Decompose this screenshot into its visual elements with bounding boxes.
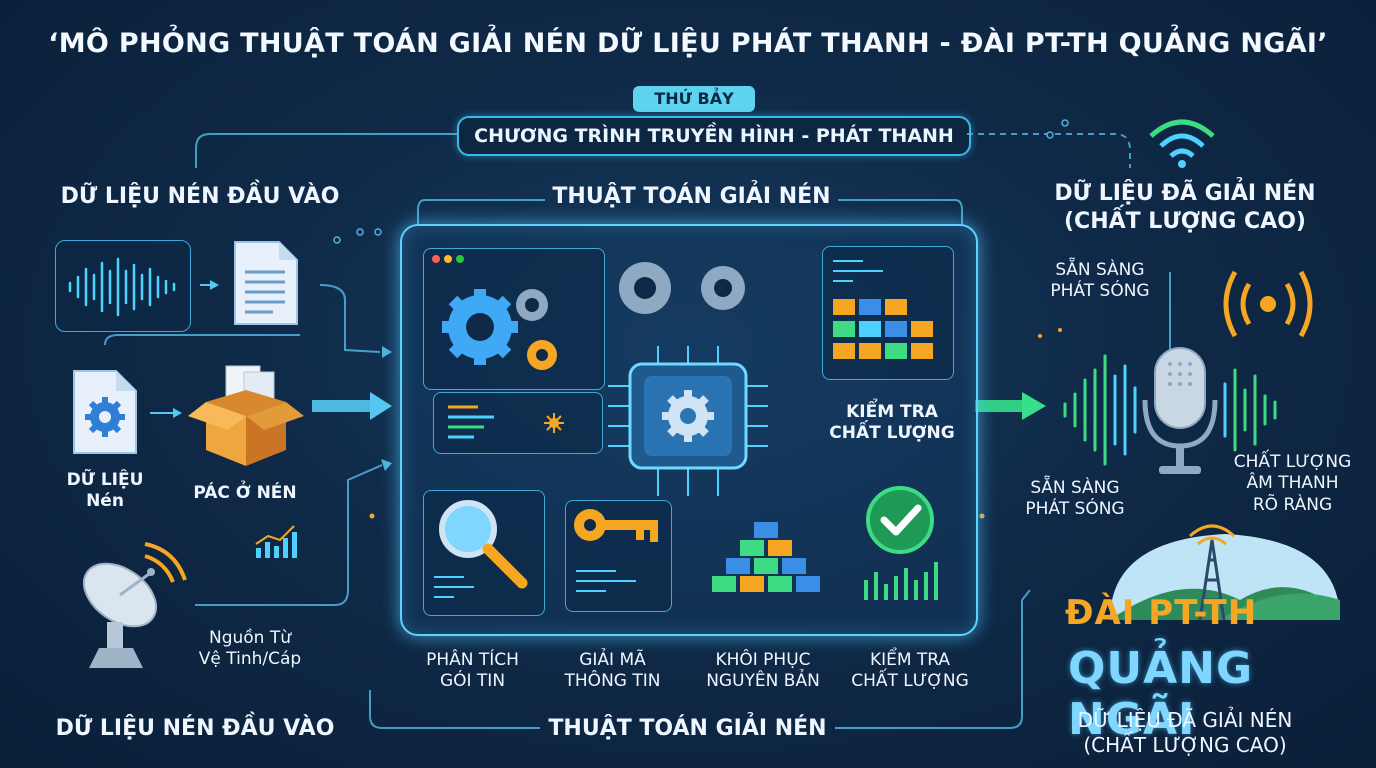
- page-title: ‘MÔ PHỎNG THUẬT TOÁN GIẢI NÉN DỮ LIỆU PH…: [48, 28, 1328, 59]
- step-restore-line1: KHÔI PHỤC: [715, 650, 811, 670]
- wifi-icon: [1149, 119, 1215, 168]
- output-top-line1: DỮ LIỆU ĐÃ GIẢI NÉN: [1054, 181, 1316, 206]
- compressed-package-label: PÁC Ở NÉN: [193, 483, 297, 503]
- source-label: Nguồn Từ Vệ Tinh/Cáp: [185, 628, 315, 671]
- station-scene-icon: [1110, 524, 1340, 621]
- step-restore-label: KHÔI PHỤC NGUYÊN BẢN: [688, 650, 838, 693]
- compressed-file-icon: [73, 370, 137, 454]
- magnifier-icon: [434, 500, 528, 598]
- gears-icon: [442, 289, 557, 370]
- waveform-icon: [68, 257, 176, 317]
- data-grid-icon: [833, 260, 933, 359]
- code-panel-left: [433, 392, 603, 454]
- step-quality-line1: KIỂM TRA: [869, 650, 951, 670]
- step-quality-label: KIỂM TRA CHẤT LƯỢNG: [835, 650, 985, 693]
- compressed-data-label: DỮ LIỆU Nén: [50, 470, 160, 513]
- program-banner: CHƯƠNG TRÌNH TRUYỀN HÌNH - PHÁT THANH: [457, 116, 971, 156]
- box-icon: [188, 365, 304, 466]
- quality-check-inner-label: KIỂM TRA CHẤT LƯỢNG: [822, 402, 962, 445]
- ready-label-top: SẴN SÀNG PHÁT SÓNG: [1030, 260, 1170, 303]
- blocks-pyramid-icon: [712, 522, 820, 592]
- output-label-top: DỮ LIỆU ĐÃ GIẢI NÉN (CHẤT LƯỢNG CAO): [1040, 180, 1330, 235]
- quality-check-inner-line1: KIỂM TRA: [846, 402, 938, 422]
- ready-top-line1: SẴN SÀNG: [1055, 260, 1145, 280]
- window-top-left: [423, 248, 605, 390]
- output-bottom-line2: (CHẤT LƯỢNG CAO): [1083, 733, 1287, 757]
- step-decode-line1: GIẢI MÃ: [579, 650, 646, 670]
- output-label-bottom: DỮ LIỆU ĐÃ GIẢI NÉN (CHẤT LƯỢNG CAO): [1040, 708, 1330, 758]
- waveform-panel: [55, 240, 191, 332]
- document-icon: [234, 241, 298, 325]
- satellite-dish-icon: [82, 542, 187, 668]
- compressed-data-line1: DỮ LIỆU: [66, 470, 144, 490]
- input-label-bottom: DỮ LIỆU NÉN ĐẦU VÀO: [55, 716, 335, 741]
- check-badge-icon: [864, 486, 938, 600]
- step-quality-line2: CHẤT LƯỢNG: [851, 671, 969, 692]
- step-analyze-line1: PHÂN TÍCH: [426, 650, 519, 670]
- source-line2: Vệ Tinh/Cáp: [198, 649, 302, 670]
- algorithm-title-top: THUẬT TOÁN GIẢI NÉN: [552, 184, 831, 209]
- ready-bottom-line1: SẴN SÀNG: [1030, 478, 1120, 498]
- step-analyze-label: PHÂN TÍCH GÓI TIN: [405, 650, 540, 693]
- output-top-line2: (CHẤT LƯỢNG CAO): [1064, 208, 1306, 234]
- ready-bottom-line2: PHÁT SÓNG: [1025, 499, 1125, 520]
- step-decode-label: GIẢI MÃ THÔNG TIN: [545, 650, 680, 693]
- input-label-top: DỮ LIỆU NÉN ĐẦU VÀO: [60, 184, 340, 209]
- ready-label-bottom: SẴN SÀNG PHÁT SÓNG: [1005, 478, 1145, 521]
- audio-quality-line3: RÕ RÀNG: [1252, 494, 1333, 515]
- step-analyze-line2: GÓI TIN: [439, 671, 506, 692]
- compressed-data-line2: Nén: [86, 491, 124, 512]
- step-decode-line2: THÔNG TIN: [564, 671, 661, 692]
- audio-quality-line1: CHẤT LƯỢNG: [1233, 452, 1352, 472]
- broadcast-waves-icon: [1223, 270, 1313, 338]
- ready-top-line2: PHÁT SÓNG: [1050, 281, 1150, 302]
- code-grid-panel: [822, 246, 954, 380]
- algorithm-title-bottom: THUẬT TOÁN GIẢI NÉN: [548, 716, 827, 741]
- quality-check-inner-line2: CHẤT LƯỢNG: [829, 423, 955, 444]
- cpu-chip-icon: [608, 346, 768, 496]
- code-lines-icon: [448, 405, 564, 439]
- gears-top-icon: [619, 262, 745, 314]
- brand-name-line2: QUẢNG NGÃI: [1068, 643, 1254, 745]
- mini-chart-icon: [255, 525, 297, 558]
- decode-panel: [565, 500, 672, 612]
- window-dots: [432, 255, 464, 263]
- day-badge: THỨ BẢY: [633, 86, 755, 112]
- microphone-icon: [1063, 347, 1277, 474]
- step-restore-line2: NGUYÊN BẢN: [706, 671, 820, 692]
- brand-name-line1: ĐÀI PT-TH: [1065, 593, 1258, 633]
- key-icon: [574, 509, 658, 592]
- audio-quality-line2: ÂM THANH: [1246, 473, 1339, 494]
- audio-quality-label: CHẤT LƯỢNG ÂM THANH RÕ RÀNG: [1225, 452, 1360, 516]
- analysis-panel: [423, 490, 545, 616]
- source-line1: Nguồn Từ: [208, 628, 292, 648]
- output-bottom-line1: DỮ LIỆU ĐÃ GIẢI NÉN: [1077, 708, 1293, 732]
